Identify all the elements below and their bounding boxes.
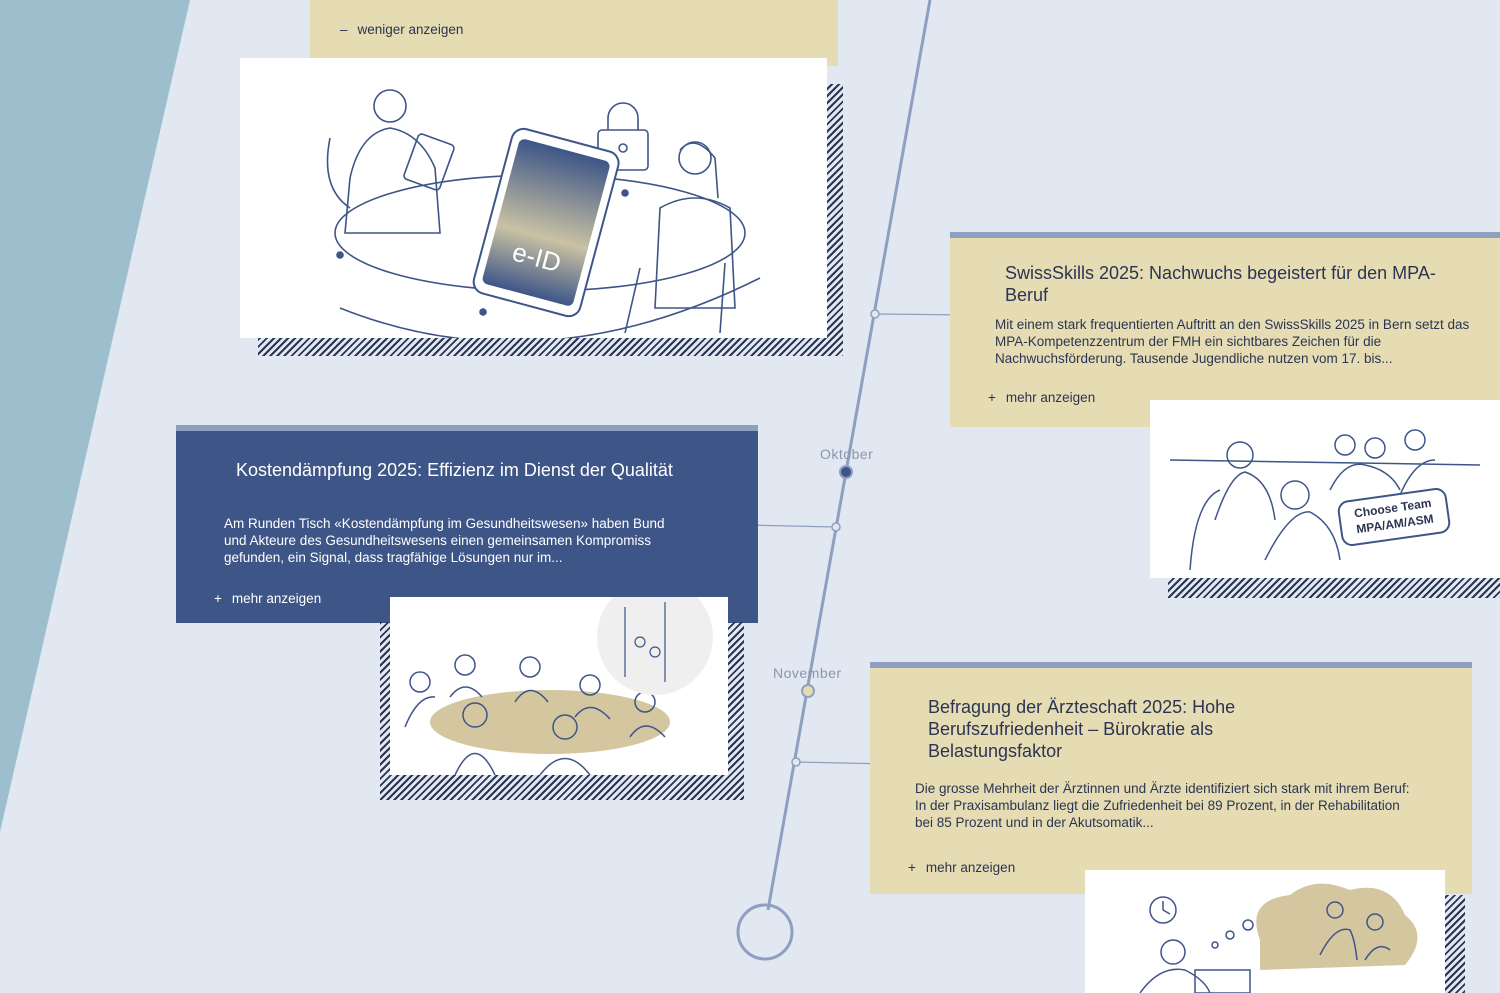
swissskills-illustration-drawing: Choose Team MPA/AM/ASM	[1169, 429, 1481, 571]
card-excerpt: Am Runden Tisch «Kostendämpfung im Gesun…	[224, 516, 665, 565]
show-more-button[interactable]: + mehr anzeigen	[908, 860, 1015, 875]
plus-icon: +	[214, 591, 222, 606]
card-eid-header: – weniger anzeigen	[310, 0, 838, 66]
card-title: Kostendämpfung 2025: Effizienz im Dienst…	[236, 460, 673, 480]
card-kostendaempfung: Kostendämpfung 2025: Effizienz im Dienst…	[176, 425, 758, 623]
show-more-button[interactable]: + mehr anzeigen	[988, 390, 1095, 405]
meeting-illustration-drawing	[404, 597, 713, 775]
timeline-node	[791, 757, 801, 767]
card-excerpt: Die grosse Mehrheit der Ärztinnen und Är…	[915, 781, 1410, 830]
show-more-button[interactable]: + mehr anzeigen	[214, 591, 321, 606]
timeline-node	[831, 522, 841, 532]
card-title: SwissSkills 2025: Nachwuchs begeistert f…	[1005, 263, 1436, 305]
minus-icon: –	[340, 22, 348, 37]
month-marker-oktober	[839, 465, 853, 479]
illustration-eid: e-ID	[240, 58, 827, 338]
plus-icon: +	[988, 390, 996, 405]
timeline-node	[870, 309, 880, 319]
eid-illustration-drawing: e-ID	[326, 89, 761, 338]
connector-kosten	[744, 524, 837, 528]
month-label-november: November	[773, 665, 842, 681]
toggle-label: weniger anzeigen	[357, 22, 464, 37]
illustration-kostendaempfung	[390, 597, 728, 775]
timeline-end-circle	[736, 903, 794, 961]
show-less-button[interactable]: – weniger anzeigen	[340, 22, 463, 37]
month-marker-november	[801, 684, 815, 698]
card-swissskills: SwissSkills 2025: Nachwuchs begeistert f…	[950, 232, 1500, 427]
card-title: Befragung der Ärzteschaft 2025: Hohe Ber…	[928, 697, 1236, 761]
survey-illustration-drawing	[1139, 883, 1418, 993]
plus-icon: +	[908, 860, 916, 875]
month-label-oktober: Oktober	[820, 446, 874, 462]
toggle-label: mehr anzeigen	[231, 591, 322, 606]
toggle-label: mehr anzeigen	[925, 860, 1016, 875]
toggle-label: mehr anzeigen	[1005, 390, 1096, 405]
illustration-befragung	[1085, 870, 1445, 993]
card-befragung: Befragung der Ärzteschaft 2025: Hohe Ber…	[870, 662, 1472, 894]
illustration-swissskills: Choose Team MPA/AM/ASM	[1150, 400, 1500, 578]
card-excerpt: Mit einem stark frequentierten Auftritt …	[995, 317, 1470, 366]
